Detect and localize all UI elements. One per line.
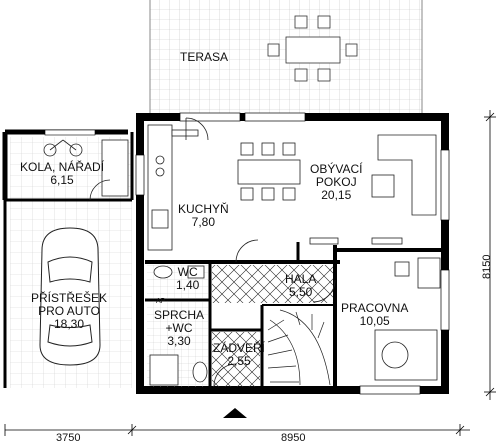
room-area: 10,05	[359, 314, 390, 328]
room-area: 20,15	[321, 188, 352, 202]
room-name-line1: PŘÍSTŘEŠEK	[31, 291, 108, 305]
room-label-carport: PŘÍSTŘEŠEK PRO AUTO 18,30	[31, 292, 107, 331]
room-label-bikes-tools: KOLA, NÁŘADÍ 6,15	[20, 161, 104, 187]
room-name-line1: SPRCHA	[154, 308, 205, 322]
room-name-line2: +WC	[165, 321, 193, 335]
room-name: WC	[177, 265, 198, 279]
room-name: PRACOVNA	[341, 301, 409, 315]
room-name-line1: OBÝVACÍ	[310, 162, 363, 176]
dimension-lines	[4, 110, 496, 436]
dimension-depth: 8150	[481, 254, 493, 279]
room-label-terrace: TERASA	[180, 51, 228, 64]
dining-table	[237, 142, 301, 201]
room-label-shower: SPRCHA +WC 3,30	[154, 309, 204, 348]
room-name: ZÁDVEŘÍ	[213, 341, 266, 355]
room-area: 7,80	[191, 215, 216, 229]
sofa	[309, 134, 437, 245]
room-area: 1,40	[176, 278, 200, 292]
doors	[89, 117, 336, 387]
hall-floor	[212, 265, 333, 303]
room-name: KUCHYŇ	[178, 202, 229, 216]
room-area: 18,30	[54, 317, 85, 331]
ap-annotation: AP	[156, 298, 166, 305]
room-name-line2: POKOJ	[315, 175, 357, 189]
windows	[44, 112, 450, 395]
room-name-line2: PRO AUTO	[38, 304, 100, 318]
car	[39, 227, 101, 366]
dimension-right-width: 8950	[281, 432, 306, 444]
room-area: 2,55	[227, 354, 251, 368]
room-label-entry: ZÁDVEŘÍ 2,55	[213, 342, 265, 368]
room-area: 3,30	[167, 334, 191, 348]
room-label-wc: WC 1,40	[176, 266, 199, 292]
bathroom-fixtures	[149, 265, 208, 386]
room-label-study: PRACOVNA 10,05	[341, 302, 408, 328]
entrance-arrow	[223, 408, 247, 418]
interior-walls	[145, 242, 445, 390]
room-name: TERASA	[180, 50, 229, 64]
room-area: 5,50	[289, 285, 313, 299]
dimension-left-width: 3750	[56, 432, 81, 444]
room-label-living: OBÝVACÍ POKOJ 20,15	[310, 163, 362, 202]
entry-floor	[212, 332, 260, 387]
room-name: KOLA, NÁŘADÍ	[20, 160, 105, 174]
staircase	[267, 309, 331, 386]
room-label-kitchen: KUCHYŇ 7,80	[178, 203, 229, 229]
bike-rack	[43, 139, 129, 197]
room-label-hall: HALA 5,50	[285, 273, 316, 299]
office-furniture	[374, 257, 441, 381]
kitchen-counter	[147, 124, 199, 251]
terrace-table	[267, 15, 358, 82]
terrace	[149, 0, 423, 115]
room-area: 6,15	[50, 173, 74, 187]
room-name: HALA	[285, 272, 317, 286]
